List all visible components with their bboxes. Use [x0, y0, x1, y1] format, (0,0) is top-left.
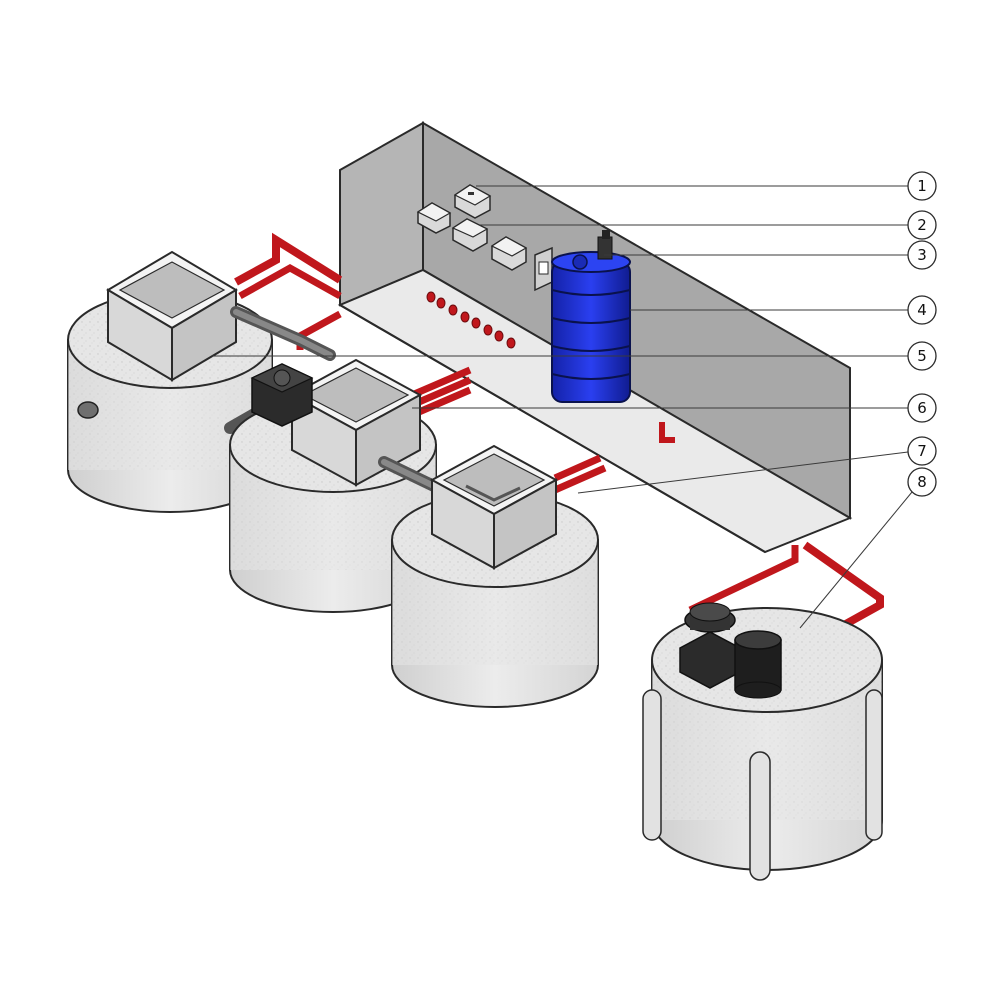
callout-label: 3: [917, 246, 927, 264]
callout-8: 8: [907, 467, 937, 497]
callout-6: 6: [907, 393, 937, 423]
support-posts: [642, 689, 883, 881]
blue-dosing-tank: [551, 230, 631, 403]
callout-1: 1: [907, 171, 937, 201]
callout-label: 8: [917, 473, 927, 491]
callout-label: 1: [917, 177, 927, 195]
multiport-valve: [679, 602, 741, 689]
control-unit-top: [453, 184, 492, 219]
septic-tank-3: [391, 444, 599, 708]
dosing-pump: [597, 230, 613, 260]
septic-tank-2: [229, 358, 437, 613]
callout-leaders: [212, 185, 913, 629]
callout-4: 4: [907, 295, 937, 325]
callout-2: 2: [907, 210, 937, 240]
control-units: [416, 184, 553, 292]
callout-7: 7: [907, 436, 937, 466]
callout-label: 7: [917, 442, 927, 460]
filter-canister: [734, 630, 782, 699]
control-panel-box: [534, 246, 553, 292]
callout-label: 6: [917, 399, 927, 417]
control-unit-middle: [451, 218, 489, 252]
floor-pipe-stubs: [426, 291, 675, 443]
callout-label: 5: [917, 347, 927, 365]
callout-label: 4: [917, 301, 927, 319]
septic-tank-1: [67, 250, 273, 513]
final-tank: [642, 602, 883, 881]
control-unit-left: [416, 202, 452, 234]
pump-unit: [250, 363, 314, 427]
callout-label: 2: [917, 216, 927, 234]
transfer-pipe-2: [378, 456, 444, 494]
control-unit-right: [490, 236, 528, 271]
callout-3: 3: [907, 240, 937, 270]
callouts: 1 2 3 4 5 6 7 8: [907, 171, 937, 497]
callout-5: 5: [907, 341, 937, 371]
tank-1-inlet: [77, 401, 99, 419]
equipment-housing: [337, 121, 853, 554]
